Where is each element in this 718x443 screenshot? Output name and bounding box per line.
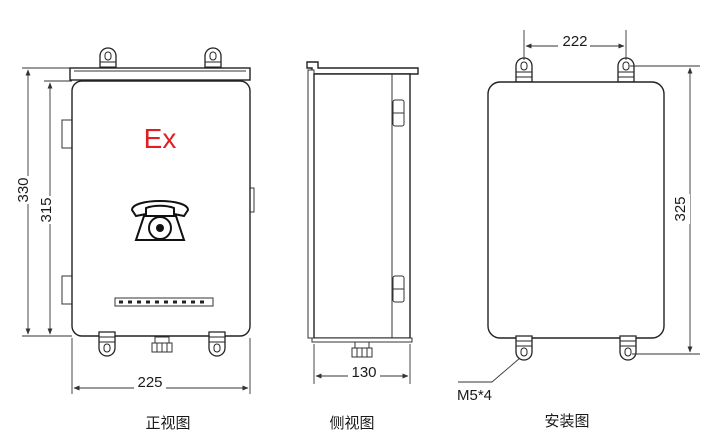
side-cable-gland: [351, 341, 373, 358]
front-cable-gland: [151, 336, 173, 353]
front-rain-cover: [69, 67, 251, 81]
front-hinge-top: [61, 119, 73, 149]
side-rain-cover: [306, 61, 419, 75]
install-lug-bottom-right: [619, 335, 637, 361]
front-view: Ex: [15, 47, 255, 432]
caption-front-view: 正视图: [145, 414, 190, 432]
dim-depth-130: 130: [351, 364, 376, 381]
install-view: 222 325 M5*4 安装图: [457, 30, 700, 430]
install-lug-top-left: [515, 57, 533, 83]
dim-hole-spacing-325: 325: [672, 196, 689, 221]
front-mount-lug-bottom-right: [208, 331, 226, 357]
screw-leader-line: [458, 357, 521, 383]
dim-width-225: 225: [137, 374, 162, 391]
side-view: 130 侧视图: [306, 61, 419, 432]
screw-label: M5*4: [457, 387, 492, 404]
install-enclosure: [487, 81, 665, 339]
side-back-plate: [307, 69, 315, 339]
caption-side-view: 侧视图: [329, 414, 374, 432]
front-mount-lug-bottom-left: [98, 331, 116, 357]
front-hinge-bottom: [61, 275, 73, 305]
dim-height-315: 315: [38, 197, 55, 222]
indicator-dots: [119, 300, 204, 304]
dim-hole-spacing-222: 222: [562, 33, 587, 50]
caption-install-view: 安装图: [544, 412, 589, 430]
ex-mark: Ex: [144, 123, 177, 154]
install-lug-bottom-left: [515, 335, 533, 361]
install-lug-top-right: [617, 57, 635, 83]
telephone-icon: [130, 200, 190, 241]
dim-height-330: 330: [15, 177, 32, 202]
front-enclosure: [71, 80, 251, 337]
